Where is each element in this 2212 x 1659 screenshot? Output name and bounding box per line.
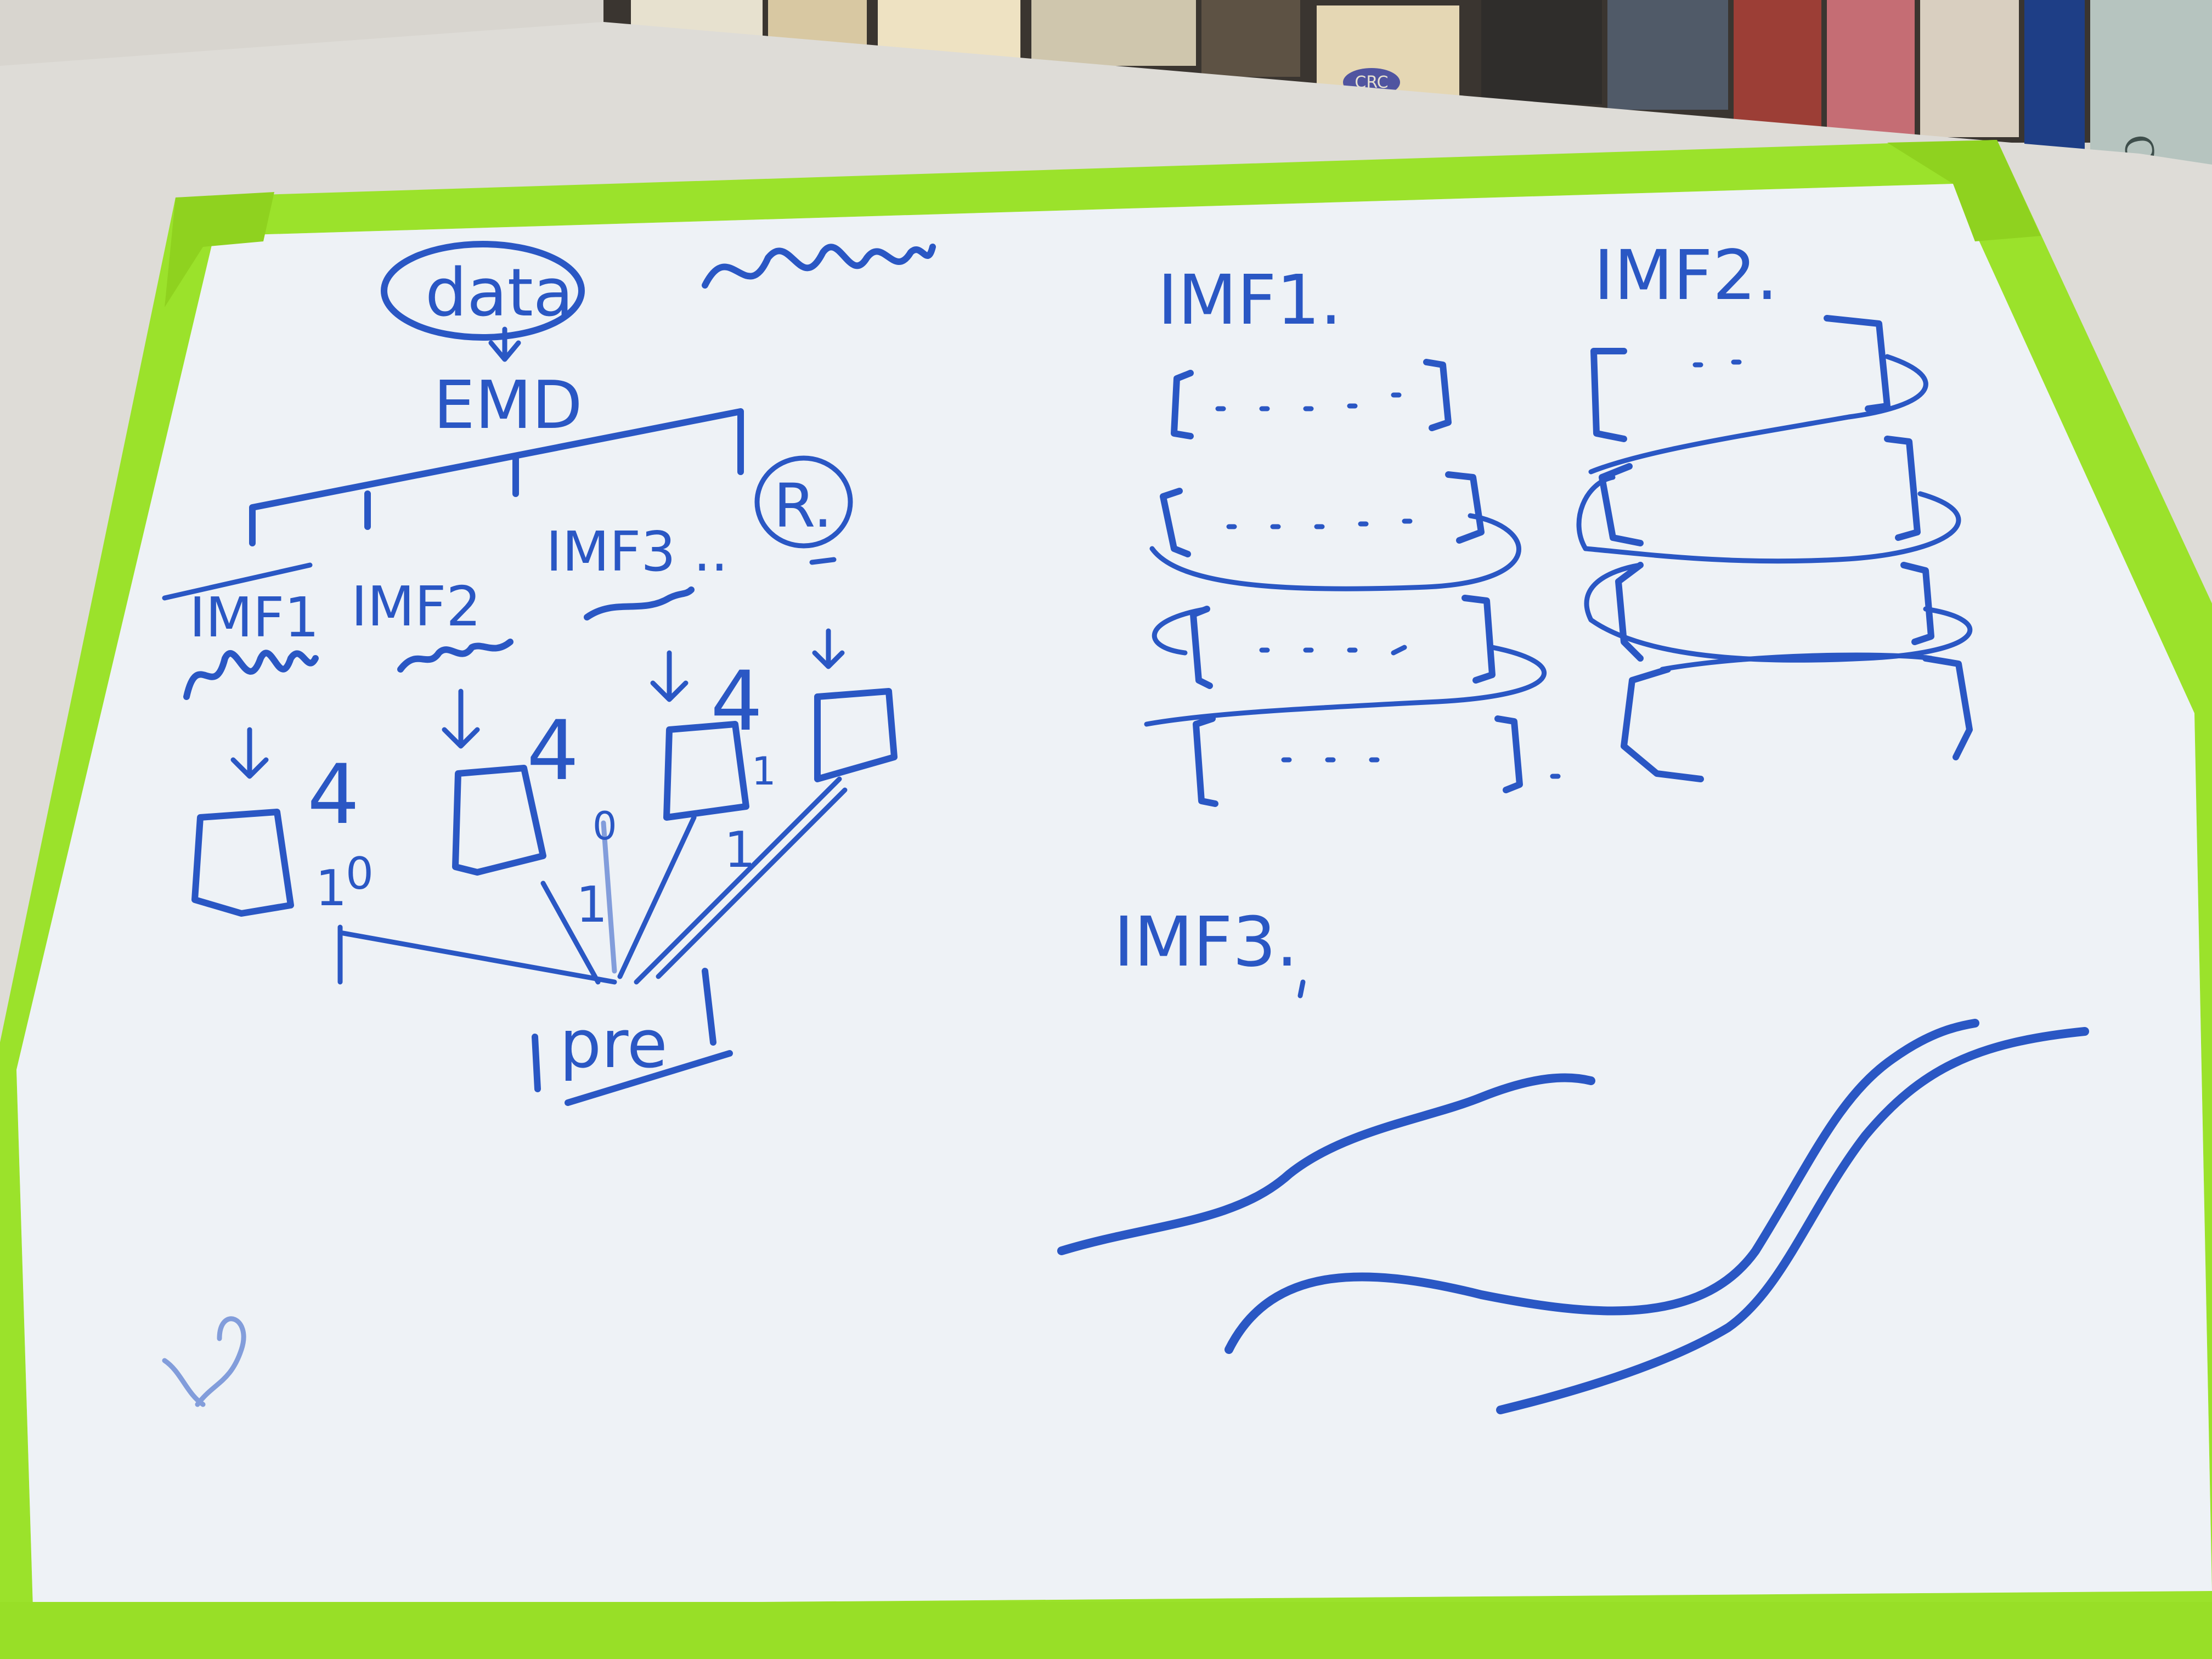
model-box-1	[191, 809, 294, 917]
imf3-title-mark	[1297, 979, 1306, 998]
arrow-imf2	[442, 689, 480, 749]
imf1-window-2-dots	[1226, 518, 1413, 529]
window-number-2: 4	[527, 703, 579, 799]
imf3-title: IMF3.	[1114, 902, 1298, 982]
frame-corner-tl	[165, 192, 274, 307]
imf2-squiggle	[397, 639, 514, 673]
window-number-1: 4	[307, 747, 359, 843]
whiteboard-surface	[16, 184, 2212, 1607]
imf1-window-3-loop	[1144, 606, 1547, 727]
combine-lines-faint	[601, 820, 617, 974]
imf3-squiggle	[584, 586, 695, 620]
combine-lines	[337, 776, 848, 985]
imf1-window-4	[1193, 715, 1523, 807]
imf1-window-1	[1171, 359, 1452, 439]
output-box	[532, 968, 733, 1106]
imf1-window-4-dots	[1281, 757, 1561, 779]
residue-label: R.	[774, 471, 832, 541]
whiteboard	[0, 140, 2212, 1659]
arrow-imf3	[650, 650, 689, 702]
arrow-imf1	[230, 727, 269, 779]
imf1-window-3-dots	[1259, 645, 1407, 656]
arrow-residue	[812, 628, 845, 669]
curve-middle	[1224, 1019, 1979, 1354]
data-label: data	[425, 255, 573, 331]
left-diagram: data EMD IMF1 IMF2 IMF3 .. R. 4 4 4	[162, 241, 936, 1407]
imf2-title: IMF2.	[1594, 236, 1778, 315]
imf2-window-3	[1615, 562, 1934, 662]
imf2-window-2	[1599, 436, 1921, 546]
signal-squiggle	[702, 244, 936, 289]
imf2-label: IMF2	[351, 574, 481, 639]
imf2-window-4	[1621, 655, 1973, 782]
imf2-window-1	[1590, 315, 1891, 442]
imf2-window-1-loop	[1588, 354, 1928, 475]
doodle-mark	[162, 1316, 246, 1407]
imf1-underline	[162, 562, 313, 601]
step-number-1: 1	[315, 860, 347, 917]
right-notes: IMF1. IMF2. IMF3.	[1057, 236, 2089, 1414]
curve-lower	[1496, 1027, 2089, 1414]
imf2-window-1-dots	[1692, 359, 1742, 368]
output-label: pre	[560, 1007, 668, 1083]
imf2-window-2-loop	[1576, 475, 1961, 564]
imf1-title: IMF1.	[1158, 261, 1342, 340]
residue-dash	[809, 557, 837, 565]
imf1-window-2-loop	[1149, 513, 1521, 591]
curve-upper	[1057, 1073, 1595, 1255]
emd-tree	[249, 408, 744, 546]
arrow-data-emd	[488, 326, 521, 362]
model-box-2	[452, 765, 546, 876]
model-box-3	[663, 721, 749, 821]
residue-circle	[754, 455, 853, 549]
step-number-2: 0	[346, 848, 374, 899]
frame-corner-tr	[1887, 140, 2041, 241]
imf1-window-1-dots	[1215, 392, 1402, 411]
step-number-6: 1	[752, 749, 776, 794]
window-number-3: 4	[710, 654, 763, 749]
emd-label: EMD	[433, 368, 583, 444]
imf1-window-2	[1160, 471, 1485, 557]
data-oval	[381, 241, 585, 341]
imf3-label: IMF3 ..	[546, 520, 728, 584]
model-box-4	[814, 688, 898, 782]
frame-bottom-edge	[0, 1602, 2212, 1659]
imf1-squiggle	[183, 650, 319, 700]
imf1-label: IMF1	[189, 585, 319, 650]
step-number-3: 1	[576, 876, 607, 934]
imf2-window-4-loop	[1660, 652, 1934, 672]
